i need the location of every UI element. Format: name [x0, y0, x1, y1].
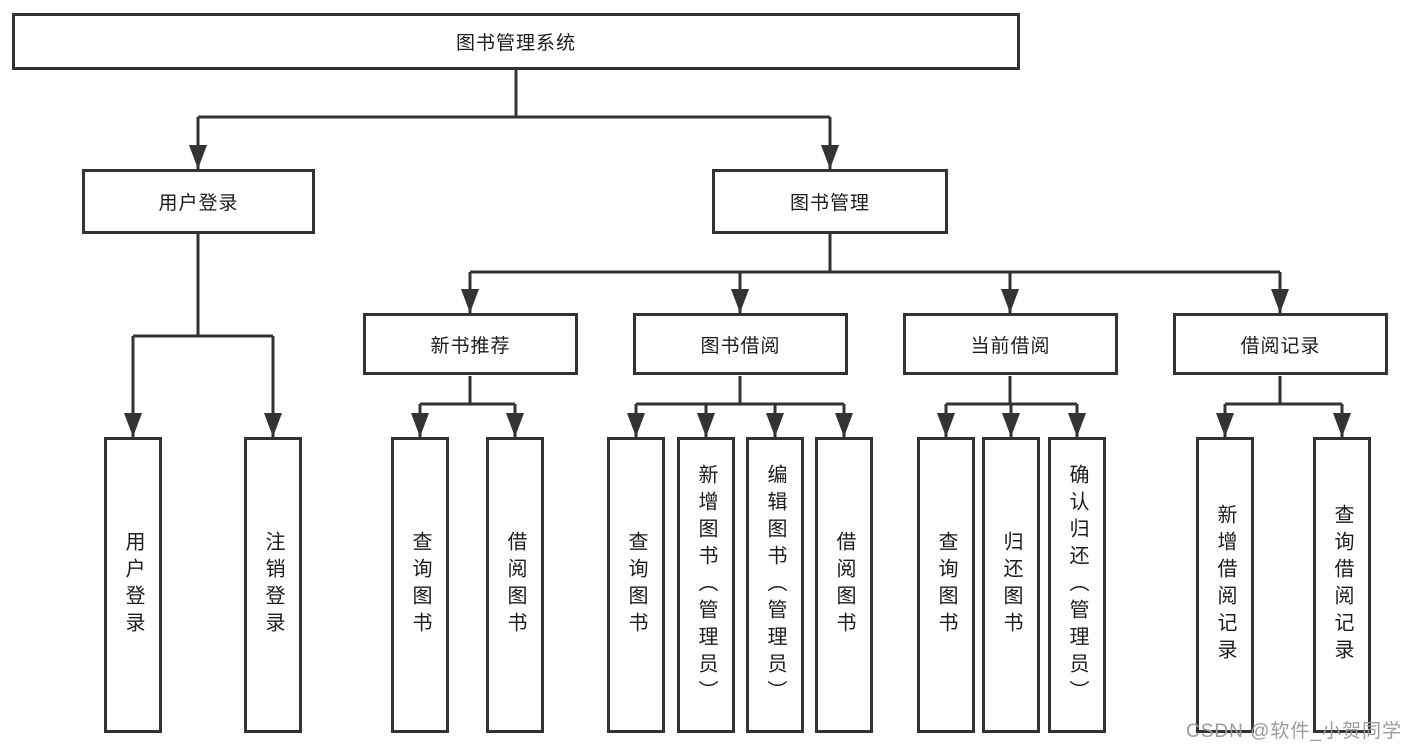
node-label: 借阅图书	[833, 531, 855, 639]
leaf-logout: 注销登录	[244, 437, 302, 733]
node-label: 用户登录	[158, 193, 239, 214]
node-label: 归还图书	[1000, 531, 1022, 639]
leaf-user-login: 用户登录	[104, 437, 162, 733]
node-label: 注销登录	[262, 531, 284, 639]
node-label: 新书推荐	[430, 335, 511, 357]
leaf-newbook-borrow-books: 借阅图书	[486, 437, 544, 733]
node-label: 用户登录	[122, 531, 144, 639]
node-root: 图书管理系统	[12, 13, 1020, 70]
leaf-borrow-add-books-admin: 新增图书（管理员）	[677, 437, 735, 733]
node-label: 借阅图书	[504, 531, 526, 639]
node-book-borrow: 图书借阅	[633, 313, 848, 375]
leaf-records-query-record: 查询借阅记录	[1313, 437, 1371, 733]
watermark: CSDN @软件_小贺同学	[1186, 721, 1402, 742]
node-borrow-records: 借阅记录	[1173, 313, 1388, 375]
leaf-current-confirm-return-admin: 确认归还（管理员）	[1048, 437, 1106, 733]
leaf-current-query-books: 查询图书	[917, 437, 975, 733]
leaf-records-add-record: 新增借阅记录	[1196, 437, 1254, 733]
leaf-borrow-query-books: 查询图书	[607, 437, 665, 733]
node-book-management: 图书管理	[712, 169, 948, 234]
node-label: 图书管理	[789, 193, 870, 214]
node-label: 查询图书	[409, 531, 431, 639]
node-label: 新增图书（管理员）	[695, 463, 717, 707]
node-label: 查询图书	[935, 531, 957, 639]
leaf-current-return-books: 归还图书	[982, 437, 1040, 733]
leaf-borrow-borrow-books: 借阅图书	[815, 437, 873, 733]
node-label: 图书借阅	[700, 335, 781, 357]
node-user-login: 用户登录	[82, 169, 315, 234]
leaf-borrow-edit-books-admin: 编辑图书（管理员）	[746, 437, 804, 733]
node-label: 图书管理系统	[455, 33, 576, 54]
node-label: 查询图书	[625, 531, 647, 639]
node-label: 编辑图书（管理员）	[764, 463, 786, 707]
node-label: 新增借阅记录	[1214, 504, 1236, 666]
leaf-newbook-query-books: 查询图书	[391, 437, 449, 733]
node-label: 当前借阅	[970, 335, 1051, 357]
node-label: 确认归还（管理员）	[1066, 463, 1088, 707]
node-label: 查询借阅记录	[1331, 504, 1353, 666]
node-label: 借阅记录	[1240, 335, 1321, 357]
node-current-borrow: 当前借阅	[903, 313, 1118, 375]
node-new-book-recommend: 新书推荐	[363, 313, 578, 375]
